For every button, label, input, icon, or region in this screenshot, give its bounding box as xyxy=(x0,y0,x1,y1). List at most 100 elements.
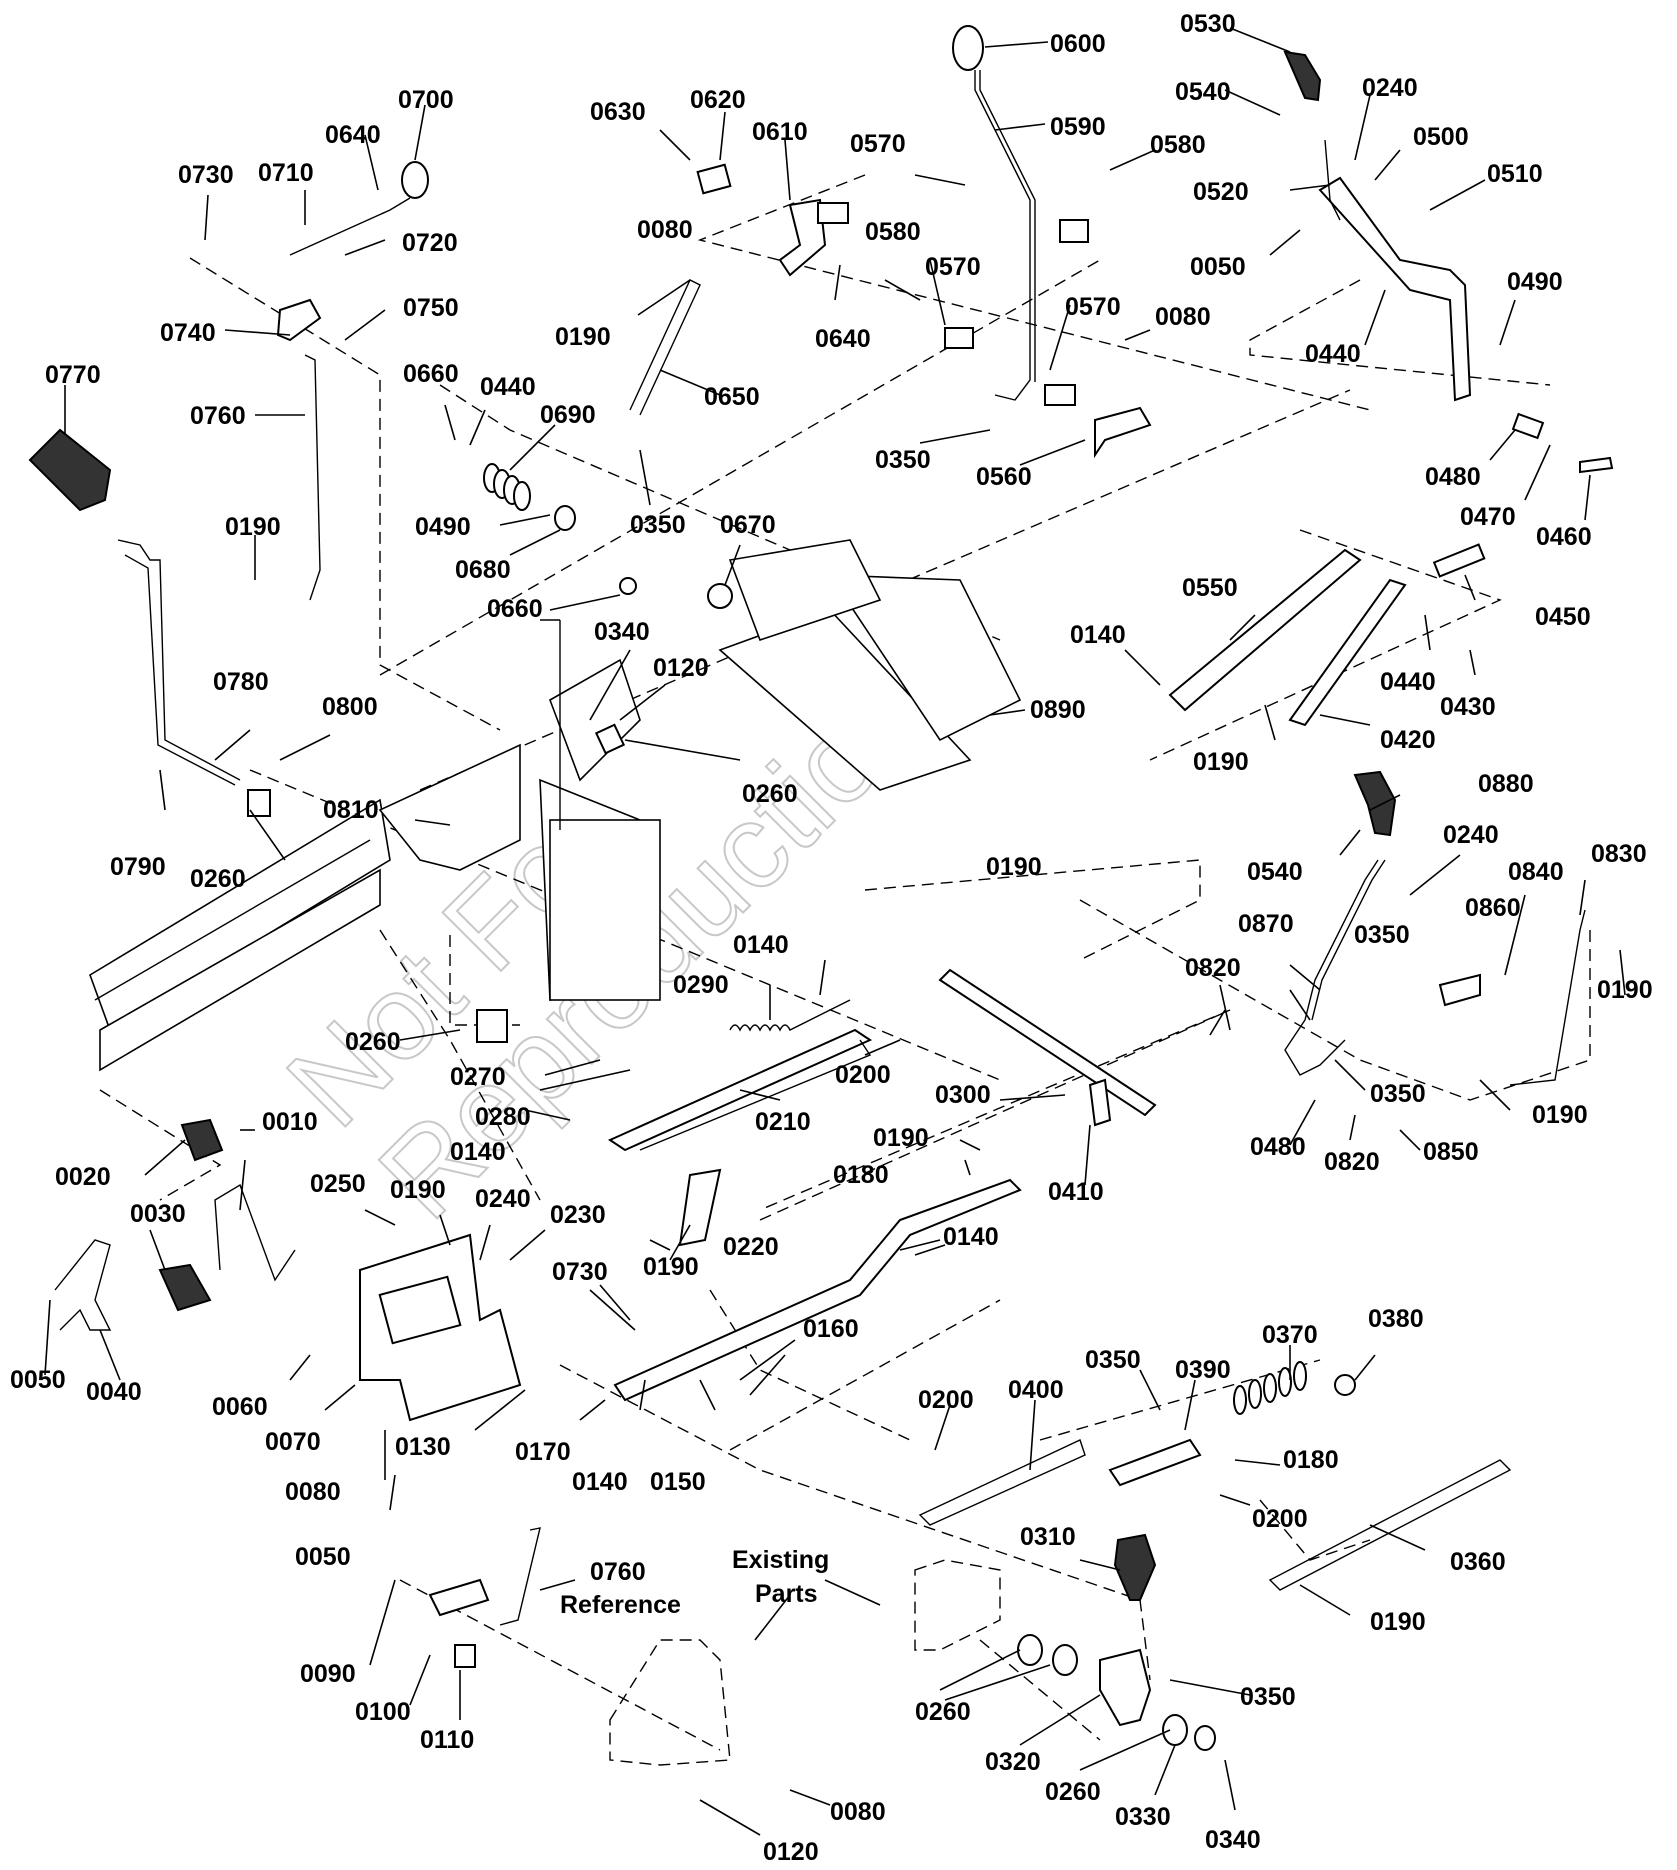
callout-0240b: 0240 xyxy=(1443,821,1499,849)
callout-0280: 0280 xyxy=(475,1103,531,1131)
callout-0260c: 0260 xyxy=(345,1028,401,1056)
callout-0190f: 0190 xyxy=(986,853,1042,881)
callout-0110: 0110 xyxy=(420,1726,474,1754)
callout-0200b: 0200 xyxy=(918,1386,974,1414)
callout-0300: 0300 xyxy=(935,1081,991,1109)
callout-0270: 0270 xyxy=(450,1063,506,1091)
callout-0320: 0320 xyxy=(985,1748,1041,1776)
callout-0480b: 0480 xyxy=(1250,1133,1306,1161)
callout-0620: 0620 xyxy=(690,86,746,114)
callout-0190d: 0190 xyxy=(1597,976,1653,1004)
callout-0330: 0330 xyxy=(1115,1803,1171,1831)
note-parts: Parts xyxy=(755,1580,818,1608)
callout-0660b: 0660 xyxy=(487,595,543,623)
leader-lines xyxy=(44,27,1626,1836)
callout-0890: 0890 xyxy=(1030,696,1086,724)
callout-0490: 0490 xyxy=(1507,268,1563,296)
callout-0120a: 0120 xyxy=(653,654,709,682)
callout-0730b: 0730 xyxy=(552,1258,608,1286)
callout-0060: 0060 xyxy=(212,1393,268,1421)
callout-0800: 0800 xyxy=(322,693,378,721)
callout-0560: 0560 xyxy=(976,463,1032,491)
callout-0350f: 0350 xyxy=(1240,1683,1296,1711)
callout-0350d: 0350 xyxy=(1370,1080,1426,1108)
callout-0240c: 0240 xyxy=(475,1185,531,1213)
callout-0500: 0500 xyxy=(1413,123,1469,151)
callout-0750: 0750 xyxy=(403,294,459,322)
callout-0830: 0830 xyxy=(1591,840,1647,868)
callout-0160: 0160 xyxy=(803,1315,859,1343)
callout-0130: 0130 xyxy=(395,1433,451,1461)
callout-0120b: 0120 xyxy=(763,1838,819,1866)
callout-0880: 0880 xyxy=(1478,770,1534,798)
callout-0380: 0380 xyxy=(1368,1305,1424,1333)
callout-0790: 0790 xyxy=(110,853,166,881)
callout-0590: 0590 xyxy=(1050,113,1106,141)
callout-0040: 0040 xyxy=(86,1378,142,1406)
callout-0680: 0680 xyxy=(455,556,511,584)
callout-0840: 0840 xyxy=(1508,858,1564,886)
callout-0150: 0150 xyxy=(650,1468,706,1496)
callout-0580b: 0580 xyxy=(865,218,921,246)
callout-0540b: 0540 xyxy=(1247,858,1303,886)
callout-0240: 0240 xyxy=(1362,74,1418,102)
callout-0070: 0070 xyxy=(265,1428,321,1456)
callout-0570c: 0570 xyxy=(1065,293,1121,321)
callout-0230: 0230 xyxy=(550,1201,606,1229)
callout-0220: 0220 xyxy=(723,1233,779,1261)
callout-0190a: 0190 xyxy=(555,323,611,351)
callout-0440c: 0440 xyxy=(1380,668,1436,696)
callout-0540: 0540 xyxy=(1175,78,1231,106)
callout-0200a: 0200 xyxy=(835,1061,891,1089)
callout-0630: 0630 xyxy=(590,98,646,126)
callout-0170: 0170 xyxy=(515,1438,571,1466)
callout-0820a: 0820 xyxy=(1185,954,1241,982)
callout-0570b: 0570 xyxy=(925,253,981,281)
callout-0810: 0810 xyxy=(323,796,379,824)
callout-0350b: 0350 xyxy=(630,511,686,539)
callout-0260e: 0260 xyxy=(1045,1778,1101,1806)
callout-0720: 0720 xyxy=(402,229,458,257)
callout-0080b: 0080 xyxy=(1155,303,1211,331)
frame-chassis xyxy=(89,539,1022,1072)
callout-0010: 0010 xyxy=(262,1108,318,1136)
callout-0870: 0870 xyxy=(1238,910,1294,938)
callout-0410: 0410 xyxy=(1048,1178,1104,1206)
callout-0050: 0050 xyxy=(1190,253,1246,281)
assembly-lines xyxy=(99,174,1591,1751)
callout-0350e: 0350 xyxy=(1085,1346,1141,1374)
callout-0140a: 0140 xyxy=(1070,621,1126,649)
callout-0370: 0370 xyxy=(1262,1321,1318,1349)
callout-0550: 0550 xyxy=(1182,574,1238,602)
callout-0050c: 0050 xyxy=(295,1543,351,1571)
callout-0260d: 0260 xyxy=(915,1698,971,1726)
callout-0820b: 0820 xyxy=(1324,1148,1380,1176)
callout-0600: 0600 xyxy=(1050,30,1106,58)
callout-0430: 0430 xyxy=(1440,693,1496,721)
callout-0470: 0470 xyxy=(1460,503,1516,531)
callout-0340b: 0340 xyxy=(1205,1826,1261,1854)
callout-0440: 0440 xyxy=(1305,340,1361,368)
callout-0710: 0710 xyxy=(258,159,314,187)
callout-0250: 0250 xyxy=(310,1170,366,1198)
callout-0350a: 0350 xyxy=(875,446,931,474)
callout-0450: 0450 xyxy=(1535,603,1591,631)
callout-0580a: 0580 xyxy=(1150,131,1206,159)
note-existing: Existing xyxy=(732,1546,829,1574)
callout-0850: 0850 xyxy=(1423,1138,1479,1166)
callout-0210: 0210 xyxy=(755,1108,811,1136)
callout-0140d: 0140 xyxy=(943,1223,999,1251)
callout-0180a: 0180 xyxy=(833,1161,889,1189)
callout-0140c: 0140 xyxy=(450,1138,506,1166)
callout-0190g: 0190 xyxy=(873,1124,929,1152)
callout-0260a: 0260 xyxy=(742,780,798,808)
callout-0050b: 0050 xyxy=(10,1366,66,1394)
callout-0030: 0030 xyxy=(130,1200,186,1228)
callout-0310: 0310 xyxy=(1020,1523,1076,1551)
callout-0740: 0740 xyxy=(160,319,216,347)
callout-0190e: 0190 xyxy=(1532,1101,1588,1129)
callout-0190h: 0190 xyxy=(390,1176,446,1204)
callout-0660a: 0660 xyxy=(403,360,459,388)
callout-0440b: 0440 xyxy=(480,373,536,401)
callout-0480: 0480 xyxy=(1425,463,1481,491)
